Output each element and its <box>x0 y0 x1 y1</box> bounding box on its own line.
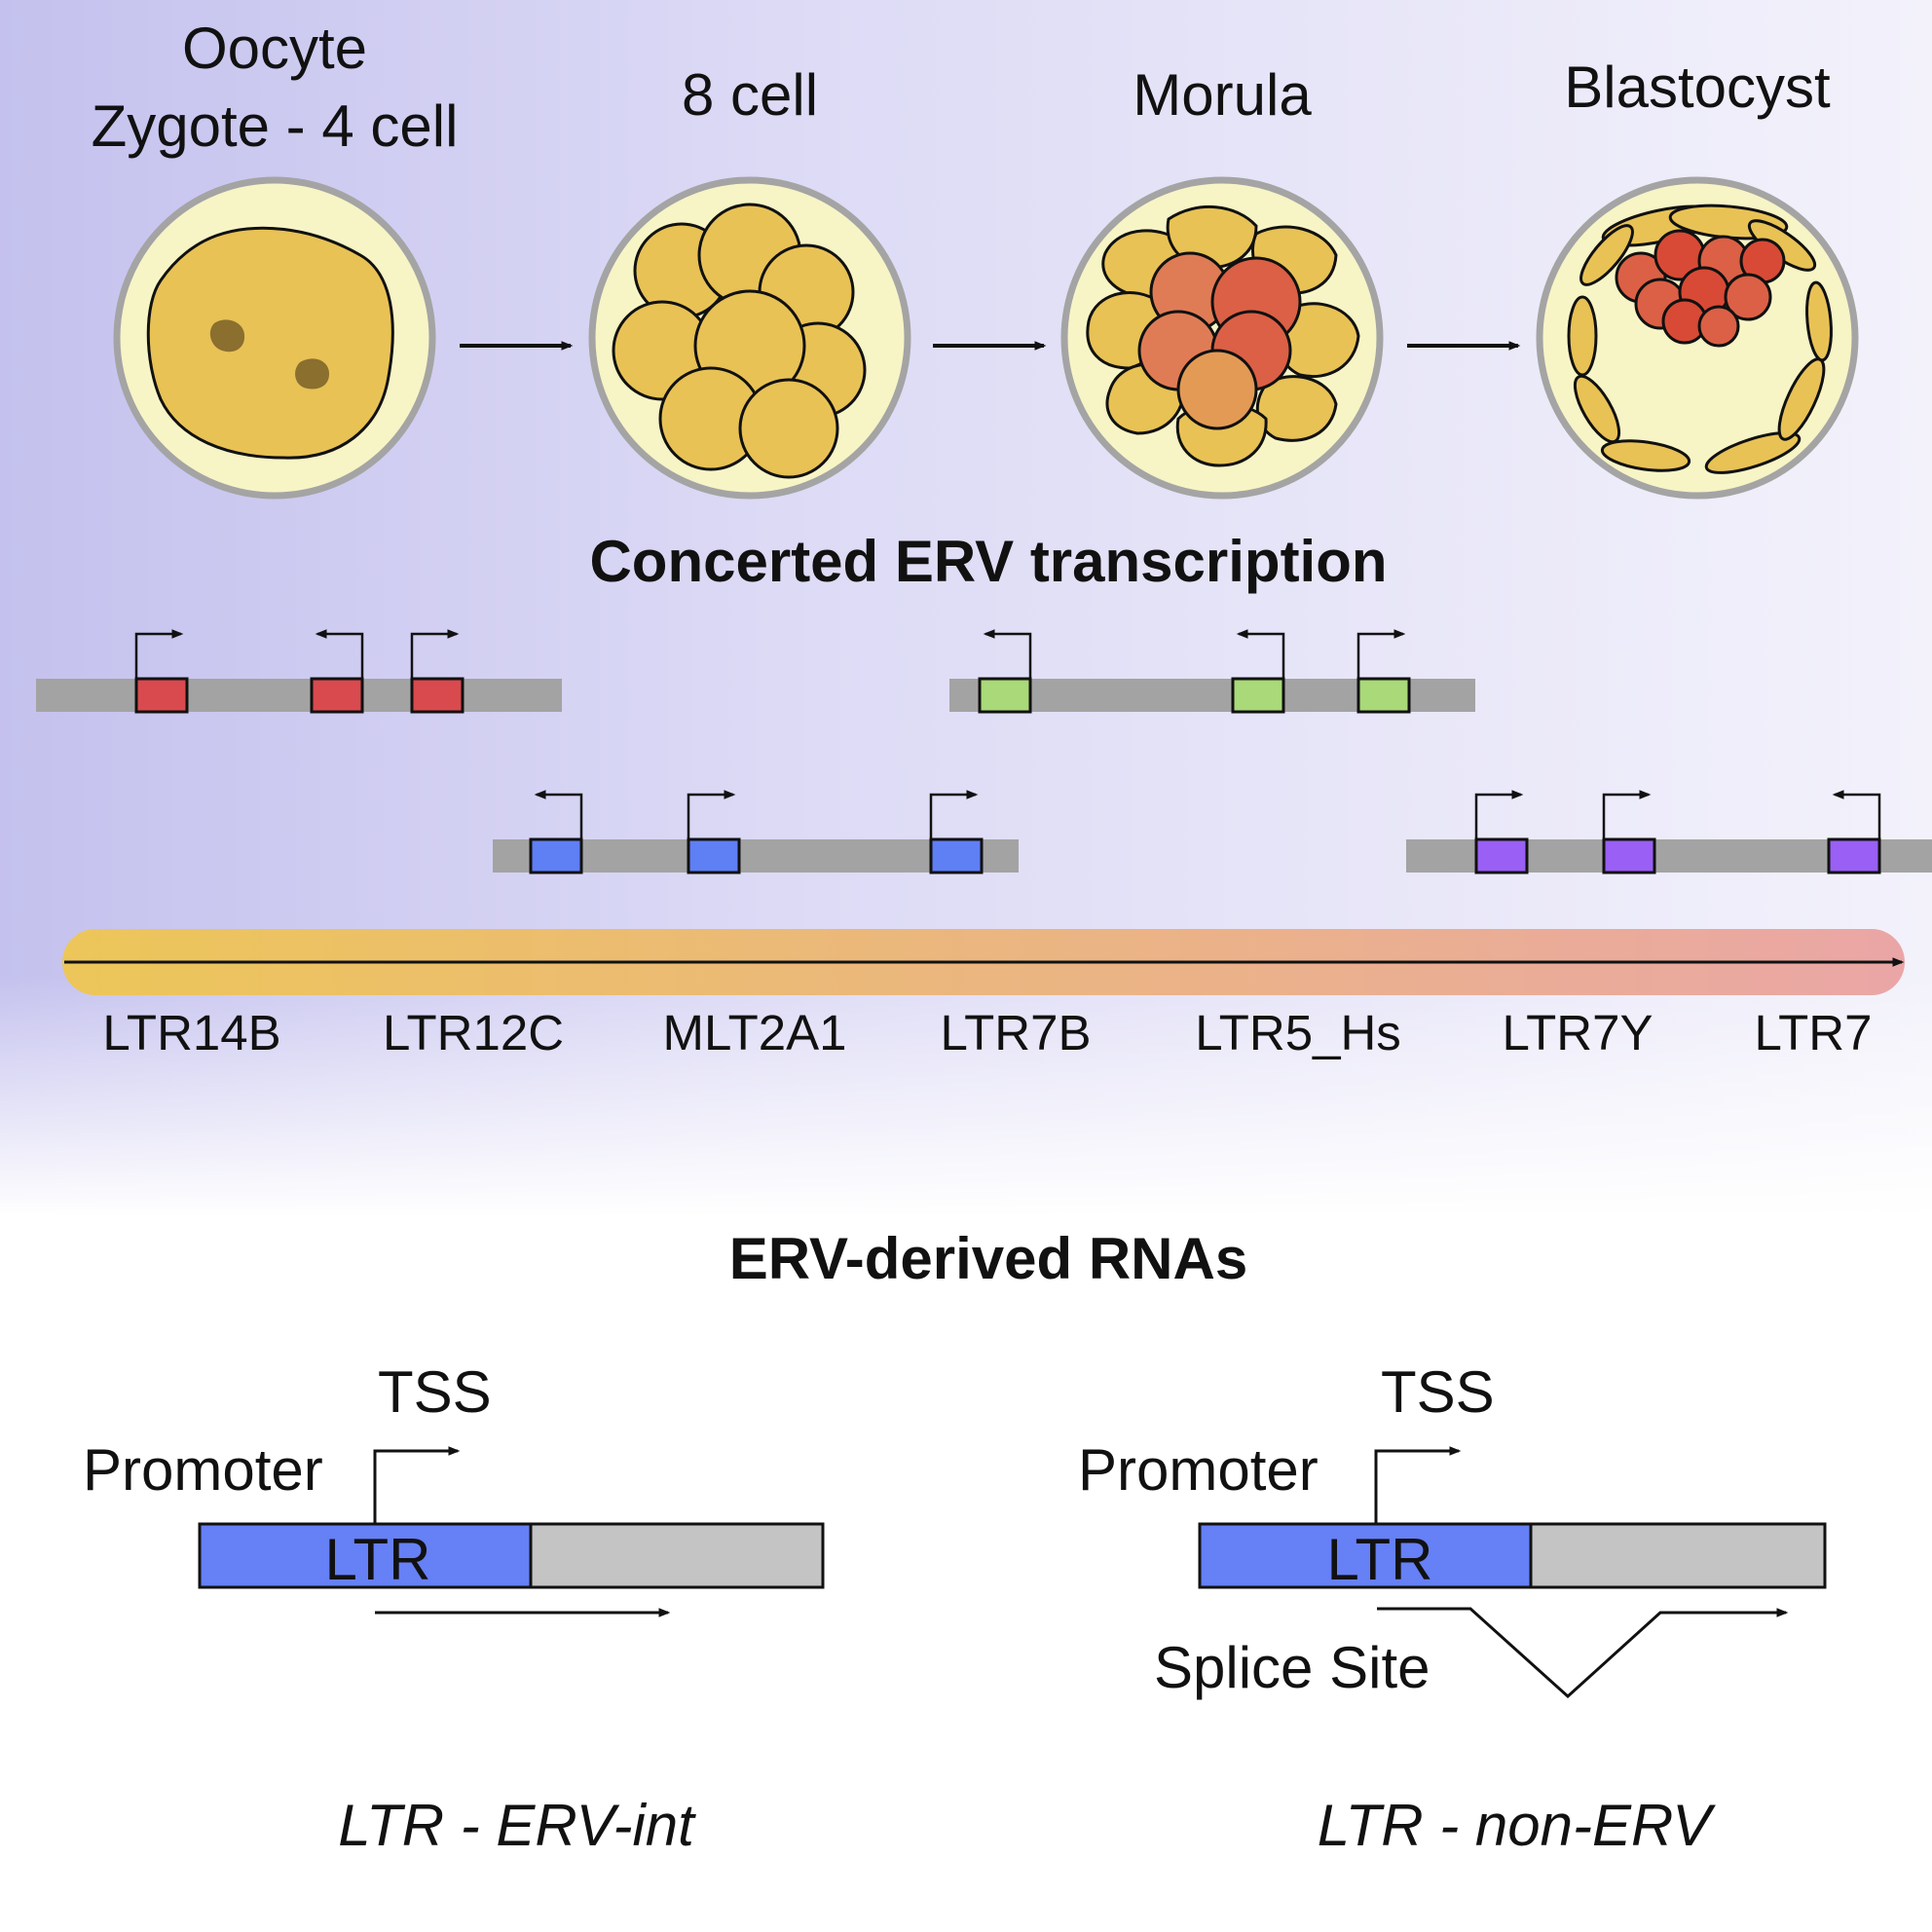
promoter-direction-arrow <box>929 790 979 839</box>
pronucleus <box>209 319 245 353</box>
ltr-label: LTR <box>325 1527 431 1592</box>
rnas-title: ERV-derived RNAs <box>729 1226 1247 1291</box>
promoter-direction-arrow <box>410 629 460 679</box>
inner-cell-mass <box>1615 229 1786 348</box>
ltr-element <box>1356 677 1411 714</box>
promoter-direction-arrow <box>1474 790 1524 839</box>
caption-non-erv: LTR - non-ERV <box>1318 1793 1717 1858</box>
ltr-family-label: LTR7B <box>941 1005 1092 1060</box>
ltr-family-label: LTR7Y <box>1503 1005 1653 1060</box>
splice-site-label: Splice Site <box>1154 1635 1430 1700</box>
ltr-box <box>1198 1522 1533 1589</box>
ltr-element <box>310 677 364 714</box>
model-erv-int: TSS Promoter LTR LTR - ERV-int <box>83 1359 825 1858</box>
ltr-element <box>1474 837 1529 874</box>
stage-label-morula: Morula <box>1133 62 1312 128</box>
promoter-label: Promoter <box>1078 1437 1319 1503</box>
ltr-label: LTR <box>1327 1527 1433 1592</box>
ltr-element <box>978 677 1032 714</box>
promoter-direction-arrow <box>1236 629 1285 679</box>
ltr-element <box>134 677 189 714</box>
tss-label: TSS <box>1381 1359 1495 1425</box>
ltr-element <box>529 837 583 874</box>
promoter-direction-arrow <box>687 790 736 839</box>
embryo-oocyte <box>113 176 436 500</box>
transcription-title: Concerted ERV transcription <box>589 529 1387 594</box>
ltr-element <box>929 837 984 874</box>
embryo-8cell <box>588 176 911 500</box>
erv-loci <box>36 629 1932 874</box>
promoter-direction-arrow <box>134 629 184 679</box>
spliced-transcript-arrow <box>1377 1607 1789 1699</box>
stage-label-oocyte-line1: Oocyte <box>182 16 367 81</box>
oocyte-cell <box>146 226 394 460</box>
promoter-direction-arrow <box>315 629 364 679</box>
stage-label-blastocyst: Blastocyst <box>1564 55 1831 120</box>
promoter-direction-arrow <box>1356 629 1406 679</box>
ltr-element <box>1827 837 1881 874</box>
stage-label-oocyte-line2: Zygote - 4 cell <box>92 93 459 159</box>
ltr-family-label: LTR12C <box>383 1005 564 1060</box>
stage-label-8cell: 8 cell <box>682 62 818 128</box>
ltr-element <box>1231 677 1285 714</box>
pronucleus <box>295 358 329 390</box>
tss-arrow <box>1374 1446 1462 1524</box>
embryo-blastocyst <box>1536 176 1859 500</box>
promoter-direction-arrow <box>1602 790 1652 839</box>
ltr-family-label: LTR5_Hs <box>1195 1005 1401 1060</box>
ltr-box <box>198 1522 533 1589</box>
ltr-element <box>687 837 741 874</box>
tss-label: TSS <box>378 1359 492 1425</box>
embryo-morula <box>1060 176 1384 500</box>
ltr-family-label: MLT2A1 <box>663 1005 847 1060</box>
ltr-family-label: LTR7 <box>1755 1005 1873 1060</box>
model-non-erv: TSS Promoter LTR Splice Site LTR - non-E… <box>1078 1359 1827 1858</box>
tss-arrow <box>373 1446 461 1524</box>
ltr-family-label: LTR14B <box>102 1005 280 1060</box>
genomic-locus <box>36 679 562 712</box>
promoter-direction-arrow <box>534 790 583 839</box>
promoter-direction-arrow <box>983 629 1032 679</box>
gene-body <box>1529 1522 1827 1589</box>
promoter-label: Promoter <box>83 1437 323 1503</box>
gene-body <box>529 1522 825 1589</box>
ltr-element <box>410 677 464 714</box>
ltr-element <box>1602 837 1656 874</box>
caption-erv-int: LTR - ERV-int <box>338 1793 696 1858</box>
promoter-direction-arrow <box>1832 790 1881 839</box>
